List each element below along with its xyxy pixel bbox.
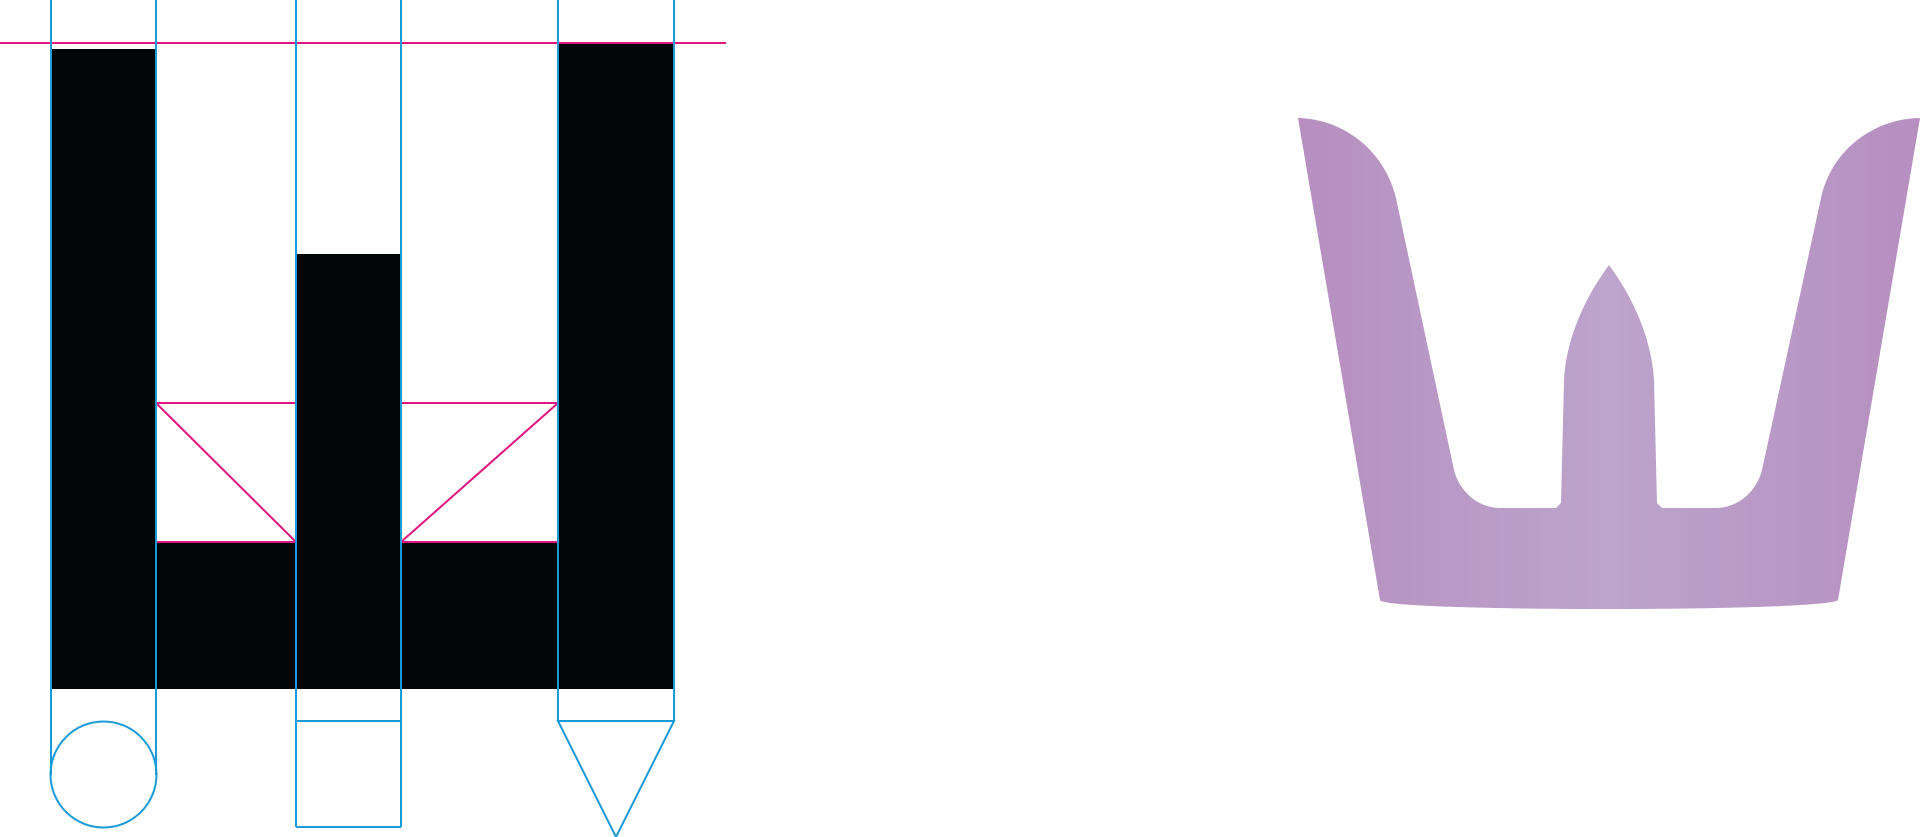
blue-guides [49, 0, 676, 837]
right-stem [558, 43, 674, 689]
left-stem [51, 49, 156, 689]
left-square-diagonal [155, 402, 297, 543]
construction-diagram [0, 0, 726, 837]
left-bottom-bar [156, 542, 296, 689]
crown-logo-icon [1298, 118, 1920, 609]
right-bottom-bar [401, 542, 558, 689]
triangle-shape-icon [556, 720, 676, 837]
circle-shape-icon [49, 720, 158, 829]
crown-logo-mark [1298, 118, 1920, 609]
right-square-diagonal [400, 402, 559, 543]
middle-stem [296, 254, 401, 689]
letter-w-fill [51, 43, 674, 689]
